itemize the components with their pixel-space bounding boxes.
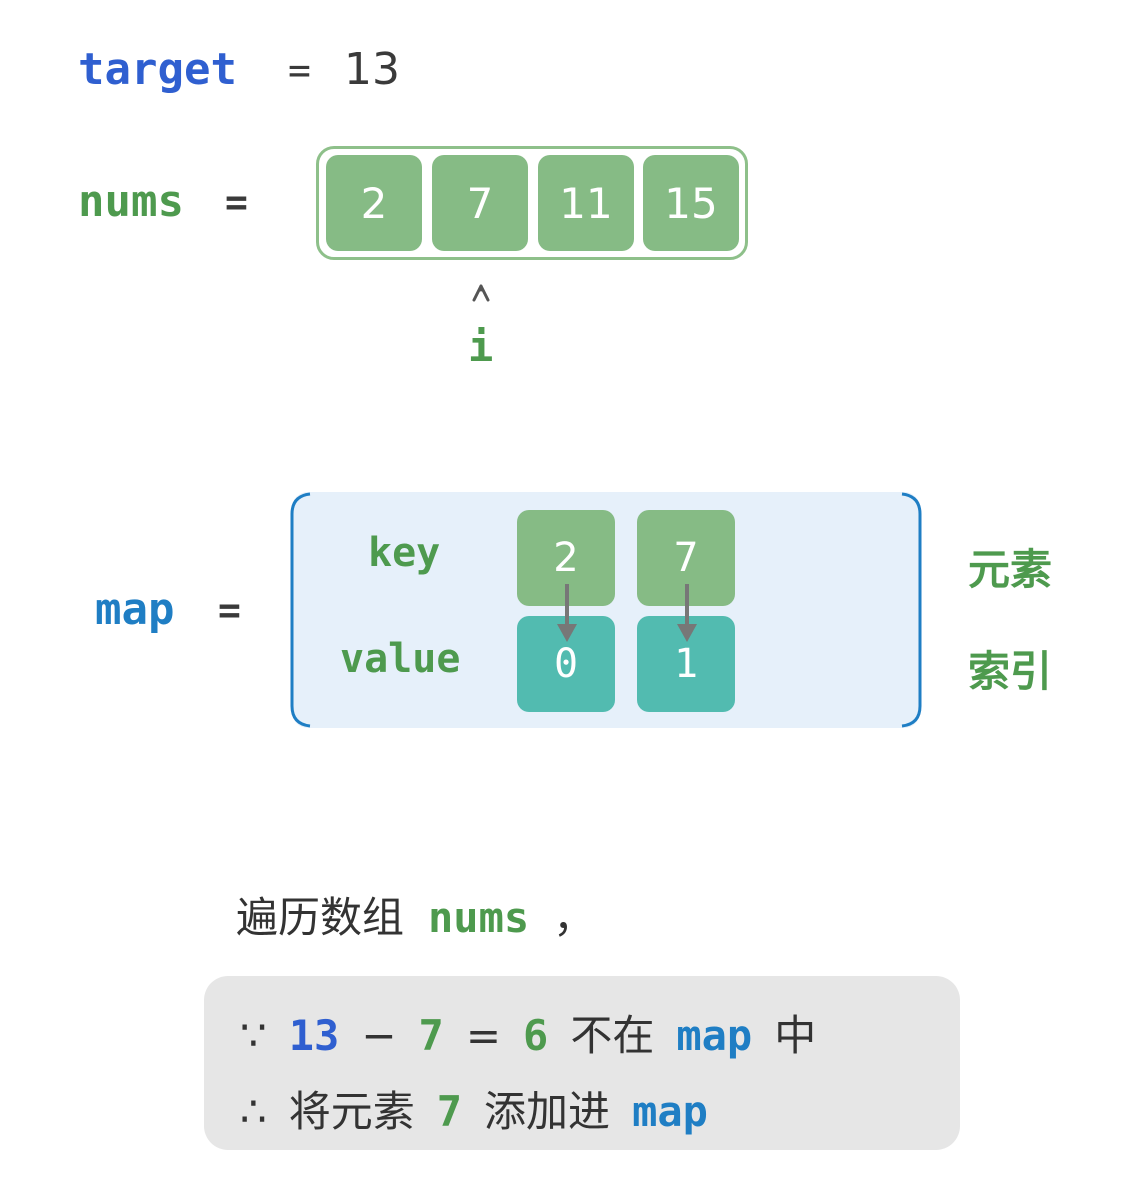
caption-comma: ， [553, 893, 596, 942]
target-number: 13 [288, 1011, 340, 1060]
array-cell: 2 [326, 155, 422, 251]
caption-nums: nums [428, 893, 530, 942]
minus-sign: − [361, 1011, 397, 1060]
therefore-symbol: ∴ [240, 1087, 267, 1136]
map-label: map [95, 584, 175, 635]
map-equals: = [218, 588, 241, 632]
current-element: 7 [418, 1011, 444, 1060]
pointer-arrow-icon [472, 284, 490, 302]
map-keyword: map [632, 1087, 708, 1136]
nums-label: nums [78, 176, 184, 227]
explanation-box [204, 976, 960, 1150]
key-row-label: key [368, 530, 441, 576]
nums-equals: = [225, 180, 248, 224]
added-element: 7 [436, 1087, 463, 1136]
map-keyword: map [676, 1011, 753, 1060]
value-row-label: value [340, 636, 461, 682]
target-equals: = [288, 48, 311, 92]
because-symbol: ∵ [240, 1011, 267, 1060]
not-in-text: 不在 [570, 1011, 655, 1060]
target-label: target [78, 44, 237, 95]
explanation-line-2: ∴ 将元素 7 添加进 map [240, 1078, 708, 1139]
value-caption: 索引 [968, 647, 1053, 696]
target-value: 13 [344, 44, 400, 95]
in-text: 中 [774, 1011, 817, 1060]
array-cell: 15 [643, 155, 739, 251]
map-value-cell: 1 [637, 616, 735, 712]
explanation-line-1: ∵ 13 − 7 = 6 不在 map 中 [240, 1002, 816, 1063]
map-value-cell: 0 [517, 616, 615, 712]
key-caption: 元素 [968, 545, 1053, 594]
caption-text: 遍历数组 [236, 893, 405, 942]
add-element-text: 将元素 [288, 1087, 415, 1136]
map-key-cell: 2 [517, 510, 615, 606]
array-cell: 11 [538, 155, 634, 251]
equals-sign: = [465, 1011, 502, 1060]
step-caption: 遍历数组 nums ， [236, 884, 595, 945]
add-into-text: 添加进 [484, 1087, 611, 1136]
pointer-label: i [468, 322, 494, 371]
map-key-cell: 7 [637, 510, 735, 606]
map-brackets [290, 492, 922, 728]
array-cell: 7 [432, 155, 528, 251]
complement-value: 6 [523, 1011, 549, 1060]
